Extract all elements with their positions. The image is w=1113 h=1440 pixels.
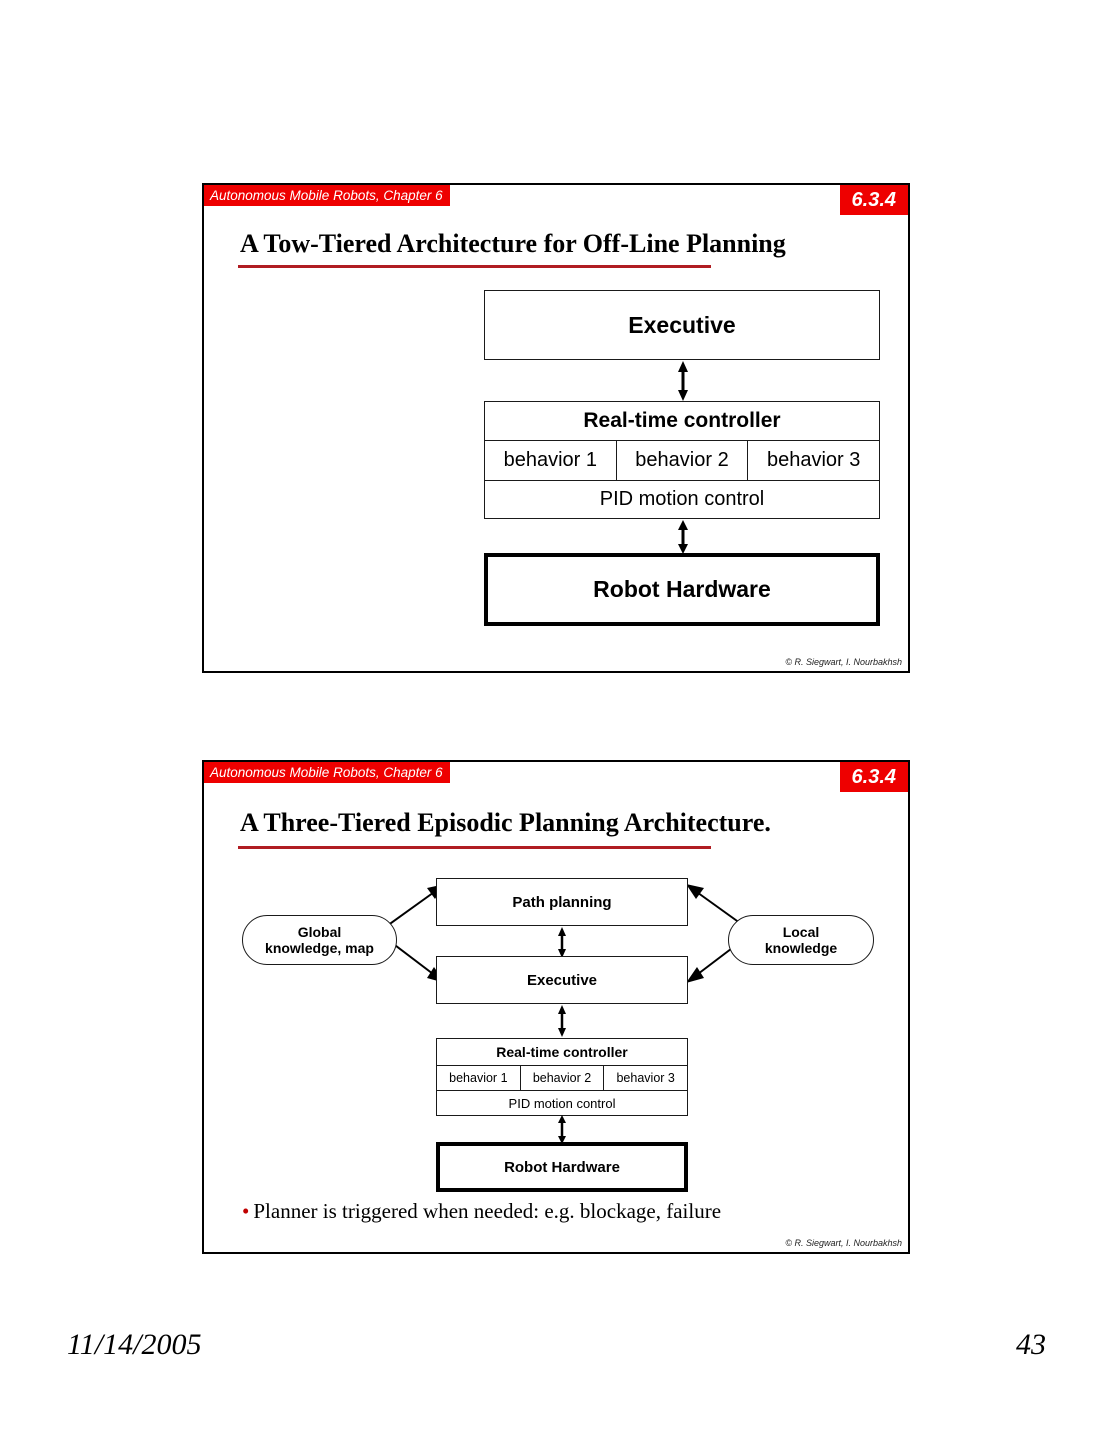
bullet-planner-trigger: •Planner is triggered when needed: e.g. … <box>242 1199 721 1224</box>
arrow-controller-hardware <box>558 1115 566 1144</box>
slide-banner: Autonomous Mobile Robots, Chapter 6 <box>204 185 450 206</box>
row-controller-title: Real-time controller <box>484 401 880 441</box>
page-title: A Three-Tiered Episodic Planning Archite… <box>240 808 771 837</box>
box-robot-hardware: Robot Hardware <box>436 1142 688 1192</box>
arrow-controller-hardware <box>678 520 688 554</box>
arrow-executive-controller <box>678 361 688 401</box>
box-robot-hardware: Robot Hardware <box>484 553 880 626</box>
footer-date: 11/14/2005 <box>67 1328 202 1361</box>
box-executive: Executive <box>436 956 688 1004</box>
local-knowledge-line-1: Local <box>782 923 820 940</box>
bullet-text: Planner is triggered when needed: e.g. b… <box>253 1199 722 1223</box>
global-knowledge-line-2: knowledge, map <box>265 940 374 956</box>
local-knowledge-line-2: knowledge <box>764 940 838 956</box>
cell-behavior-2: behavior 2 <box>615 441 748 480</box>
row-behaviors: behavior 1 behavior 2 behavior 3 <box>436 1066 688 1091</box>
slide-episodic-planning: Autonomous Mobile Robots, Chapter 6 6.3.… <box>202 760 910 1254</box>
footer-page-number: 43 <box>1016 1328 1046 1361</box>
row-controller-title: Real-time controller <box>436 1038 688 1066</box>
arrow-executive-controller <box>558 1005 566 1037</box>
title-underline <box>238 846 711 849</box>
arrow-path-planning-executive <box>558 927 566 958</box>
cell-behavior-1: behavior 1 <box>449 1071 508 1085</box>
stack-real-time-controller: Real-time controller behavior 1 behavior… <box>436 1038 688 1116</box>
cell-behavior-2: behavior 2 <box>519 1066 604 1090</box>
page-title: A Tow-Tiered Architecture for Off-Line P… <box>240 229 786 258</box>
cell-behavior-1: behavior 1 <box>503 449 598 471</box>
row-pid-motion-control: PID motion control <box>484 481 880 519</box>
stack-real-time-controller: Real-time controller behavior 1 behavior… <box>484 401 880 519</box>
box-local-knowledge: Local knowledge <box>728 915 874 965</box>
copyright-notice: © R. Siegwart, I. Nourbakhsh <box>785 657 902 667</box>
slide-banner: Autonomous Mobile Robots, Chapter 6 <box>204 762 450 783</box>
title-underline <box>238 265 711 268</box>
box-executive: Executive <box>484 290 880 360</box>
copyright-notice: © R. Siegwart, I. Nourbakhsh <box>785 1238 902 1248</box>
row-behaviors: behavior 1 behavior 2 behavior 3 <box>484 441 880 481</box>
box-path-planning: Path planning <box>436 878 688 926</box>
row-pid-motion-control: PID motion control <box>436 1091 688 1116</box>
box-global-knowledge: Global knowledge, map <box>242 915 397 965</box>
global-knowledge-line-1: Global <box>297 923 342 940</box>
bullet-marker: • <box>242 1199 250 1223</box>
slide-off-line-planning: Autonomous Mobile Robots, Chapter 6 6.3.… <box>202 183 910 673</box>
cell-behavior-3: behavior 3 <box>747 441 879 480</box>
section-number-badge: 6.3.4 <box>839 185 908 215</box>
cell-behavior-3: behavior 3 <box>603 1066 687 1090</box>
section-number-badge: 6.3.4 <box>839 762 908 792</box>
